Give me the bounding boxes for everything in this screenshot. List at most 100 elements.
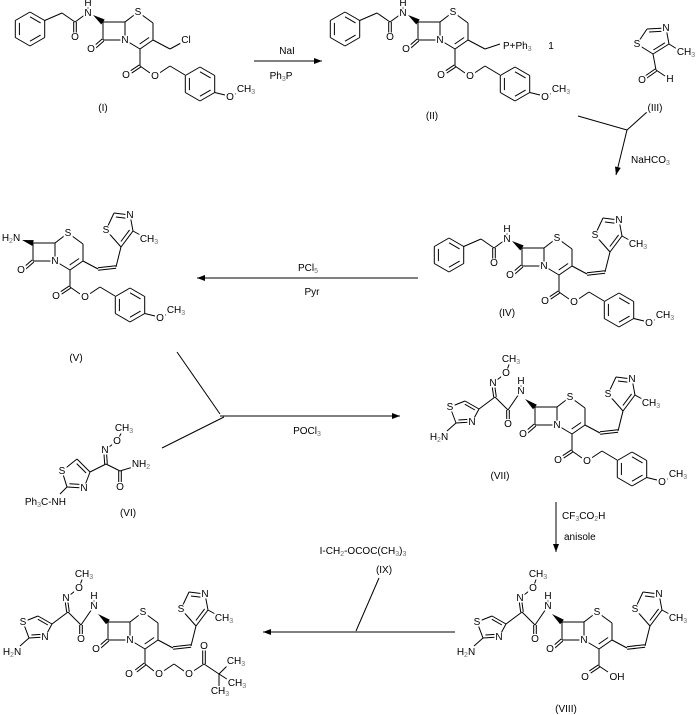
bond xyxy=(29,16,41,24)
label-mask xyxy=(278,46,296,56)
atom-label: O xyxy=(92,644,100,655)
atom-label: N xyxy=(580,635,587,646)
label-mask xyxy=(515,593,525,603)
label-mask xyxy=(630,155,671,166)
label-mask xyxy=(61,593,71,603)
compound-label-VI: (VI) xyxy=(120,508,136,519)
bond xyxy=(139,65,151,74)
phosphonium-label: P+Ph3 xyxy=(503,41,532,53)
label-mask xyxy=(138,607,148,617)
atom-label: CH3 xyxy=(629,239,647,251)
label-mask xyxy=(627,374,637,384)
atom-label: S xyxy=(65,228,72,239)
atom-label: O xyxy=(52,291,60,302)
label-mask xyxy=(91,644,102,654)
bond xyxy=(129,287,145,297)
label-mask xyxy=(74,583,85,593)
bond xyxy=(478,396,496,410)
bond xyxy=(214,92,226,96)
reagent-label-step6_reagent: I-CH2-OCOC(CH3)3 xyxy=(320,546,407,558)
label-mask xyxy=(632,39,642,49)
label-mask xyxy=(374,565,393,575)
bond xyxy=(59,486,68,495)
label-mask xyxy=(661,23,671,33)
label-mask xyxy=(654,310,676,321)
atom-label: CH3 xyxy=(140,234,158,246)
atom-label: O xyxy=(17,265,25,276)
bond xyxy=(454,65,466,74)
atom-label: O xyxy=(156,313,164,324)
label-mask xyxy=(133,7,143,17)
label-mask xyxy=(552,420,562,430)
atom-label: Cl xyxy=(181,35,190,46)
bond xyxy=(139,37,150,45)
atom-label: O xyxy=(466,71,474,82)
bond xyxy=(136,664,147,673)
bond xyxy=(185,66,201,76)
bond xyxy=(617,451,633,461)
atom-label: H2N xyxy=(3,647,21,659)
bond xyxy=(601,450,618,461)
bond xyxy=(51,611,69,625)
bond xyxy=(649,30,663,33)
label-mask xyxy=(569,297,580,307)
label-mask xyxy=(297,263,320,274)
atom-label: N xyxy=(615,215,622,226)
atom-label: O xyxy=(116,482,124,493)
label-mask xyxy=(563,532,598,542)
label-mask xyxy=(83,8,93,18)
bond xyxy=(100,640,110,649)
reagent-label-step2: NaHCO3 xyxy=(631,155,670,167)
bond xyxy=(169,42,182,50)
atom-label: S xyxy=(594,607,601,618)
label-mask xyxy=(465,71,476,81)
label-mask xyxy=(385,32,396,42)
connector-line xyxy=(355,577,380,632)
bond xyxy=(646,477,658,481)
label-mask xyxy=(101,225,111,235)
compound-IV-bonds xyxy=(433,217,659,328)
label-mask xyxy=(86,44,97,54)
bond xyxy=(649,609,663,627)
label-mask xyxy=(200,589,210,599)
label-mask xyxy=(184,669,195,679)
bond xyxy=(626,644,645,648)
label-mask xyxy=(603,389,613,399)
label-mask xyxy=(83,0,93,8)
arrow-step1-head xyxy=(314,58,322,64)
bond xyxy=(129,292,141,300)
label-mask xyxy=(73,569,95,580)
bond xyxy=(19,637,30,647)
label-mask xyxy=(115,482,126,492)
bond xyxy=(631,474,643,482)
atom-label: S xyxy=(592,230,599,241)
bond xyxy=(529,92,541,96)
label-mask xyxy=(657,477,668,487)
bond xyxy=(139,39,154,50)
bond xyxy=(598,665,609,673)
label-mask xyxy=(516,376,526,386)
bond xyxy=(69,286,81,295)
bond xyxy=(29,37,45,47)
bond xyxy=(37,615,53,625)
atom-label: CH3 xyxy=(115,423,133,435)
compound-label-VII: (VII) xyxy=(491,471,510,482)
label-mask xyxy=(540,92,551,102)
bond xyxy=(649,608,659,621)
bond xyxy=(646,70,657,79)
label-mask xyxy=(665,74,675,84)
atom-label: O xyxy=(581,672,589,683)
bond xyxy=(467,39,486,50)
atom-label: N xyxy=(126,210,133,221)
reagent-label-step1_above: NaI xyxy=(279,46,295,57)
label-mask xyxy=(579,635,589,645)
compound-label-III: (III) xyxy=(648,103,663,114)
atom-label: N xyxy=(489,378,496,389)
bond xyxy=(97,265,116,269)
bond xyxy=(169,65,186,76)
bond xyxy=(652,53,657,71)
atom-label: N xyxy=(101,445,108,456)
